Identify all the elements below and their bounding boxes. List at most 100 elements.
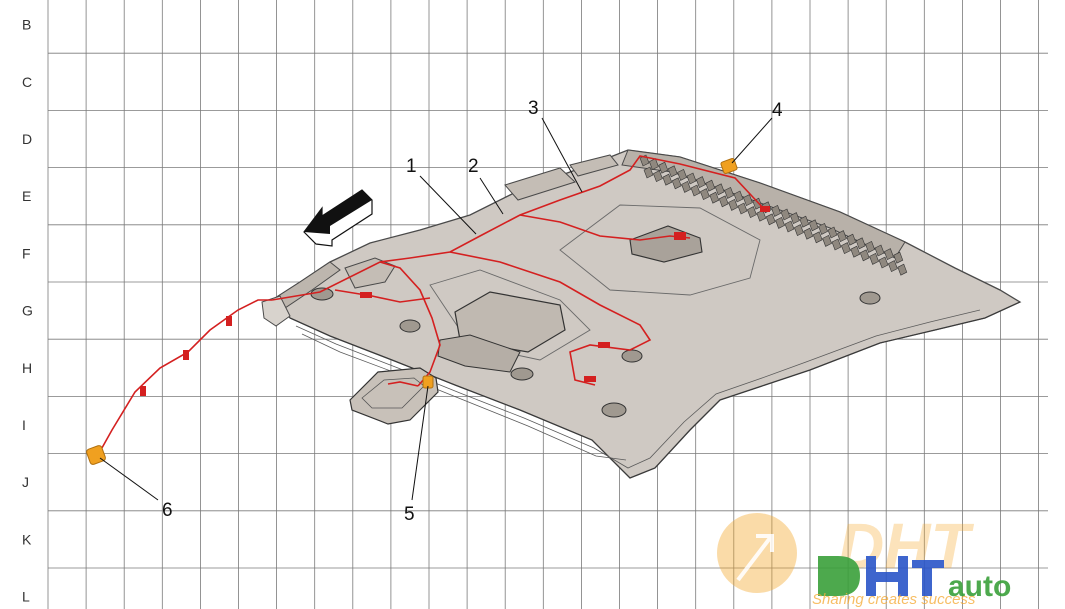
rib [709,191,720,204]
rib [700,188,710,201]
rib [837,230,847,243]
rib [874,244,885,257]
rib [812,231,823,244]
grid-row-label: K [22,531,32,547]
grid-row-labels: ABCDEFGHIJKL [22,17,33,605]
callout-3: 3 [528,98,539,119]
rib [667,165,678,178]
grid-row-label: L [22,589,30,605]
rib [865,240,875,253]
clip-rear-left [601,402,627,418]
rib [765,213,776,226]
rib [818,222,828,235]
rib [728,198,738,211]
harness-visor-branch [334,289,431,303]
rib [878,256,889,269]
headliner-panel [261,149,1022,479]
rib [643,166,654,179]
watermark-arrow-icon [736,534,774,582]
grid-row-label: C [22,74,32,90]
rib [822,234,832,247]
callout-labels: 1 2 3 4 5 6 [162,98,783,525]
rib [724,186,734,199]
rib [841,242,851,255]
grid-row-label: F [22,245,31,261]
leader-3 [541,117,583,193]
rib [790,212,800,225]
rib [784,220,795,233]
rib [696,176,706,189]
leader-5 [411,385,429,501]
rib [681,180,691,193]
clip-left-front [310,287,334,301]
rib [714,183,725,196]
connector-center [598,342,610,348]
top-tab-2 [569,154,619,177]
connector-rear-dome [674,232,686,240]
grid-row-label: D [22,131,32,147]
front-rail [261,295,291,327]
wiring-harness [97,155,766,456]
harness-rear-branch [519,214,691,241]
callout-2: 2 [468,156,479,177]
rib [775,216,785,229]
rib [677,168,687,181]
rib [747,206,757,219]
rib [780,208,791,221]
rib [869,252,879,265]
harness-cross-branch [379,261,441,387]
grid-row-label: J [22,474,29,490]
grid-row-label: G [22,303,33,319]
watermark: DHT auto Sharing creates success [717,510,1011,608]
callout-1: 1 [406,156,417,177]
rib [846,233,857,246]
map-light-module [349,367,439,425]
rib [831,238,842,251]
clip-center [510,367,534,381]
rib [733,190,744,203]
rib [653,170,663,183]
rib [737,202,748,215]
rib [771,204,781,217]
watermark-ht-icon [866,556,944,596]
connector-front-lead-clip3 [226,316,232,326]
rib-pattern [639,154,908,276]
harness-map-branch [387,381,419,387]
leader-2 [479,177,504,215]
rib [662,173,673,186]
callout-6: 6 [162,500,173,521]
connector-visor [360,292,372,298]
leader-4 [731,117,773,164]
grid-row-label: H [22,360,32,376]
rib [808,219,819,232]
rib [649,158,659,171]
rib [718,195,729,208]
connector-front-lead-clip2 [183,350,189,360]
rib [897,263,908,276]
clip-right-mid [621,349,643,363]
rib [705,179,716,192]
rib [855,237,866,250]
rib [803,227,814,240]
rib [690,184,701,197]
headliner-outline [270,149,1022,479]
grid-row-label: E [22,188,31,204]
callout-leaders [99,117,773,501]
clip-left-mid [399,319,421,333]
connector-front-lead [86,445,106,465]
rib [794,224,804,237]
leader-1 [419,175,477,235]
callout-5: 5 [404,504,415,525]
grid-row-label: I [22,417,26,433]
connector-front-lead-clip1 [140,386,146,396]
rib [850,245,861,258]
top-tab [504,167,576,201]
rib [743,194,753,207]
harness-center-branch [449,251,652,386]
rear-recess [559,204,761,296]
left-bulge [344,257,396,289]
connector-rear [584,376,596,382]
harness-main-trunk [271,155,766,301]
watermark-d-icon [818,556,860,596]
